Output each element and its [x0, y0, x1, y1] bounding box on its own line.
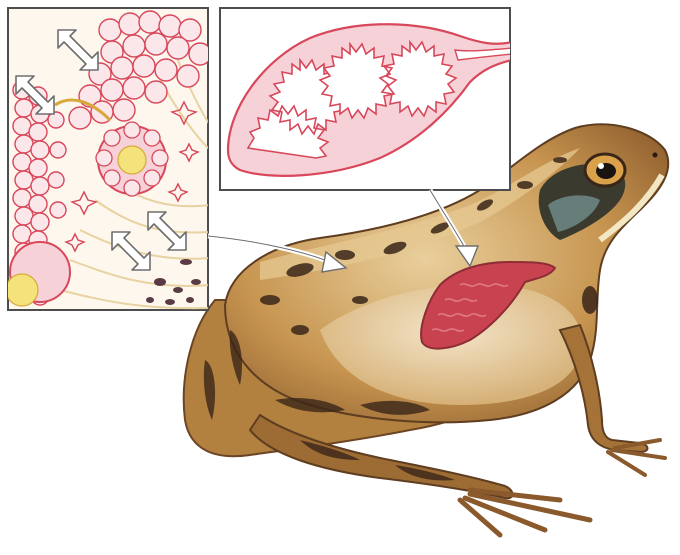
- skin-magnified-panel: [6, 8, 211, 310]
- frog-front-leg: [560, 325, 648, 452]
- frog-hind-toes: [460, 490, 590, 535]
- lung-section-panel: [220, 8, 512, 190]
- frog-nostril: [653, 153, 658, 158]
- frog-eye: [585, 154, 625, 186]
